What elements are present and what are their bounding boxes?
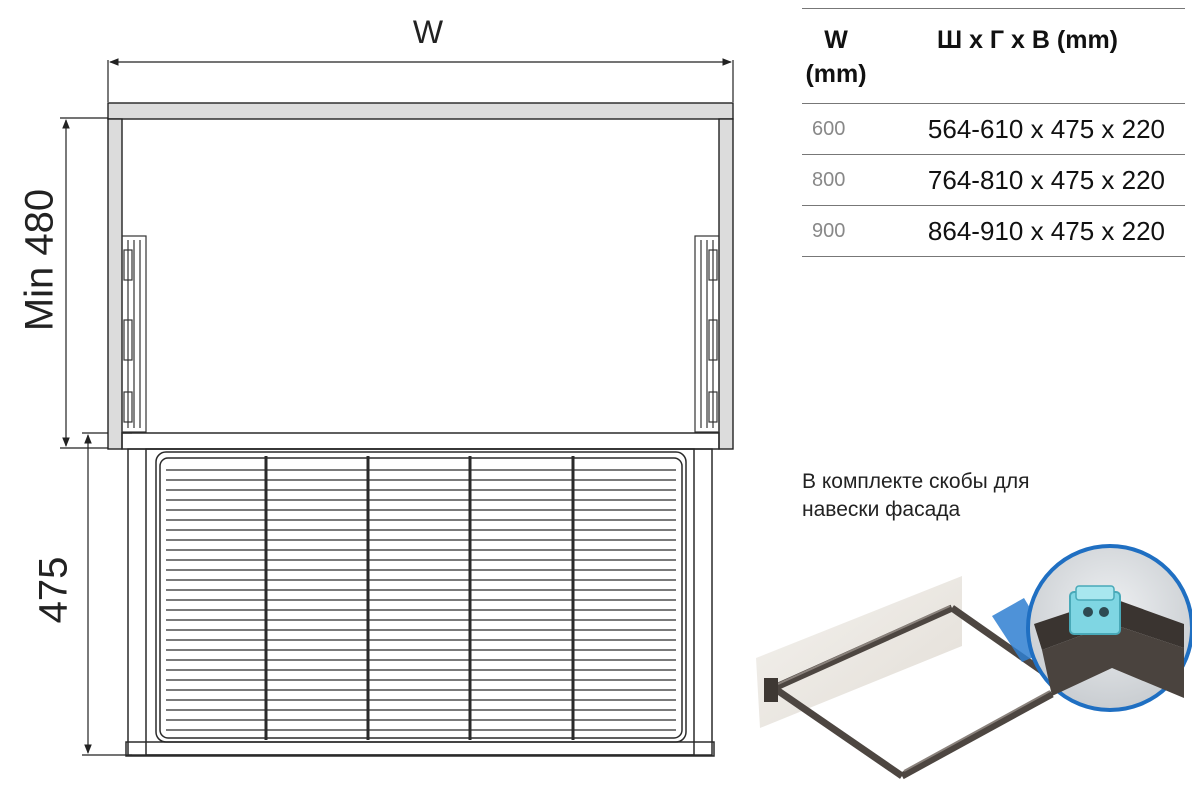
pull-out-basket: [121, 432, 720, 757]
header-dimensions: Ш x Г x В (mm): [870, 8, 1185, 104]
pull-out-frame-with-bracket-icon: [756, 544, 1192, 780]
right-slide-rail: [694, 235, 720, 433]
left-slide-rail: [121, 235, 147, 433]
depth-label: 475: [31, 556, 76, 624]
width-label: W: [412, 14, 444, 50]
min-height-label: Min 480: [17, 188, 62, 332]
included-brackets-note: В комплекте скобы для навески фасада: [802, 468, 1102, 524]
depth-label-box: 475: [22, 540, 86, 640]
basket-rods: [166, 469, 676, 731]
header-width: W (mm): [802, 8, 870, 104]
size-spec-table: W (mm) Ш x Г x В (mm) 600 564-610 x 475 …: [802, 8, 1185, 257]
basket-dividers: [264, 456, 575, 740]
width-cell: 600: [802, 103, 870, 155]
min-height-dimension-line: [60, 117, 108, 449]
dimensions-cell: 764-810 x 475 x 220: [870, 154, 1185, 206]
min-height-label-box: Min 480: [8, 180, 72, 340]
dimensions-cell: 564-610 x 475 x 220: [870, 103, 1185, 155]
width-cell: 900: [802, 205, 870, 257]
technical-drawing: [60, 58, 734, 757]
width-dimension-line: [107, 58, 734, 102]
depth-dimension-line: [82, 432, 132, 756]
note-line-1: В комплекте скобы для: [802, 470, 1030, 493]
table-header-row: W (mm) Ш x Г x В (mm): [802, 8, 1185, 104]
table-row: 600 564-610 x 475 x 220: [802, 103, 1185, 155]
header-width-text: W (mm): [805, 26, 867, 88]
table-row: 800 764-810 x 475 x 220: [802, 154, 1185, 206]
cabinet-frame: [107, 102, 734, 450]
note-line-2: навески фасада: [802, 498, 961, 521]
frame-end-cap: [764, 678, 778, 702]
width-cell: 800: [802, 154, 870, 206]
bracket-clip: [1069, 585, 1121, 635]
table-row: 900 864-910 x 475 x 220: [802, 205, 1185, 257]
dimensions-cell: 864-910 x 475 x 220: [870, 205, 1185, 257]
